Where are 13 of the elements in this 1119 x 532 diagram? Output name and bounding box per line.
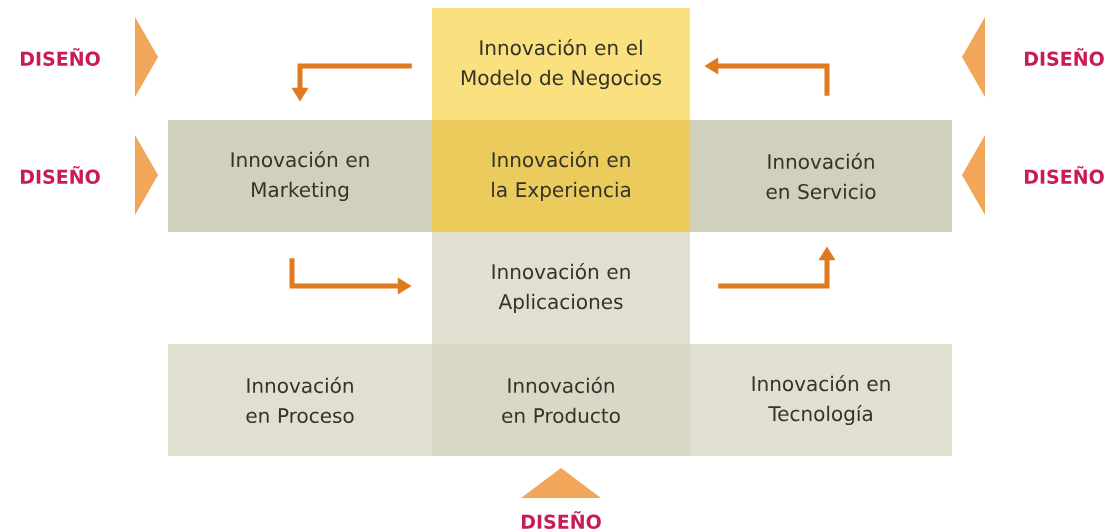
- design-label: DISEÑO: [21, 48, 100, 66]
- innovation-cell: Innovación en Aplicaciones: [432, 232, 690, 344]
- innovation-cell: Innovación en Proceso: [168, 344, 432, 456]
- innovation-cell: Innovación en la Experiencia: [432, 120, 690, 232]
- innovation-cell: Innovación en Tecnología: [690, 344, 952, 456]
- innovation-cell: Innovación en Producto: [432, 344, 690, 456]
- innovation-cell: Innovación en el Modelo de Negocios: [432, 8, 690, 120]
- design-label: DISEÑO: [1024, 166, 1104, 184]
- innovation-cell: Innovación en Marketing: [168, 120, 432, 232]
- innovation-cell: Innovación en Servicio: [690, 120, 952, 232]
- design-label: DISEÑO: [1024, 48, 1104, 66]
- design-label: DISEÑO: [21, 166, 100, 184]
- design-label: DISEÑO: [521, 511, 601, 529]
